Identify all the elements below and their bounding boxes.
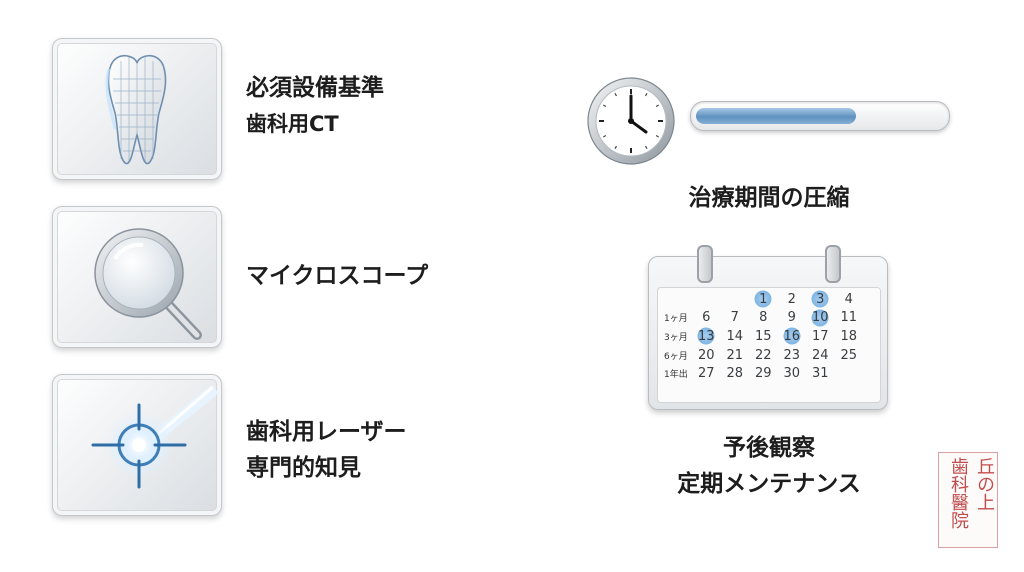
calendar-row-label: 3ヶ月 xyxy=(664,332,688,343)
calendar-day-highlighted: 13 xyxy=(692,327,721,346)
followup-caption-line1: 予後観察 xyxy=(723,435,815,461)
progress-bar xyxy=(690,101,950,131)
seal-line1: 丘の上 xyxy=(974,457,995,511)
followup-caption: 予後観察 定期メンテナンス xyxy=(640,430,898,502)
feature-2-text: マイクロスコープ xyxy=(246,258,428,294)
calendar-day: 18 xyxy=(840,328,858,344)
calendar-day: 30 xyxy=(783,366,801,382)
calendar-day xyxy=(692,290,721,309)
feature-3-subtitle: 専門的知見 xyxy=(246,455,361,481)
calendar-day: 11 xyxy=(840,310,858,326)
treatment-caption: 治療期間の圧縮 xyxy=(688,185,850,211)
calendar-day: 20 xyxy=(697,347,715,363)
clock-icon xyxy=(586,76,676,170)
calendar-day: 24 xyxy=(811,347,829,363)
feature-2-title: マイクロスコープ xyxy=(246,263,429,289)
calendar-ring-left xyxy=(697,245,713,283)
calendar-day-highlighted: 16 xyxy=(778,327,807,346)
magnifier-icon xyxy=(94,228,202,340)
calendar-day: 4 xyxy=(844,291,853,307)
calendar-day: 7 xyxy=(730,310,739,326)
feature-1-text: 必須設備基準 歯科用CT xyxy=(246,70,384,142)
laser-crosshair-icon xyxy=(91,385,219,489)
tooth-icon xyxy=(105,54,167,165)
calendar-day: 23 xyxy=(783,347,801,363)
followup-caption-line2: 定期メンテナンス xyxy=(677,471,861,497)
calendar-day xyxy=(835,364,864,383)
clinic-seal: 丘の上 歯科醫院 xyxy=(938,452,998,548)
calendar-day: 6 xyxy=(702,310,711,326)
calendar-day: 25 xyxy=(840,347,858,363)
calendar-day-highlighted: 3 xyxy=(806,290,835,309)
calendar-day: 2 xyxy=(787,291,796,307)
calendar-day: 8 xyxy=(759,310,768,326)
calendar-day-highlighted: 1 xyxy=(749,290,778,309)
progress-fill xyxy=(696,108,856,124)
feature-3-text: 歯科用レーザー 専門的知見 xyxy=(246,414,407,486)
calendar-day: 27 xyxy=(697,366,715,382)
calendar-day: 15 xyxy=(754,328,772,344)
feature-1-subtitle: 歯科用CT xyxy=(246,112,339,136)
calendar-day: 28 xyxy=(726,366,744,382)
calendar-row-label xyxy=(658,290,692,309)
seal-line2: 歯科醫院 xyxy=(948,457,969,529)
calendar-day: 22 xyxy=(754,347,772,363)
calendar-day: 17 xyxy=(811,328,829,344)
calendar-day: 31 xyxy=(811,366,829,382)
calendar-day: 9 xyxy=(787,310,796,326)
feature-1-title: 必須設備基準 xyxy=(246,75,384,101)
calendar-row-label: 1年出 xyxy=(664,370,688,381)
feature-3-title: 歯科用レーザー xyxy=(246,419,407,445)
calendar-day: 14 xyxy=(726,328,744,344)
magnifier-tile xyxy=(52,206,222,348)
tooth-tile xyxy=(52,38,222,180)
calendar-day: 21 xyxy=(726,347,744,363)
calendar-ring-right xyxy=(825,245,841,283)
calendar-day xyxy=(721,290,750,309)
calendar-row-label: 1ヶ月 xyxy=(664,314,688,325)
calendar-day: 29 xyxy=(754,366,772,382)
calendar-day-highlighted: 10 xyxy=(806,309,835,328)
laser-tile xyxy=(52,374,222,516)
calendar-row-label: 6ヶ月 xyxy=(664,351,688,362)
